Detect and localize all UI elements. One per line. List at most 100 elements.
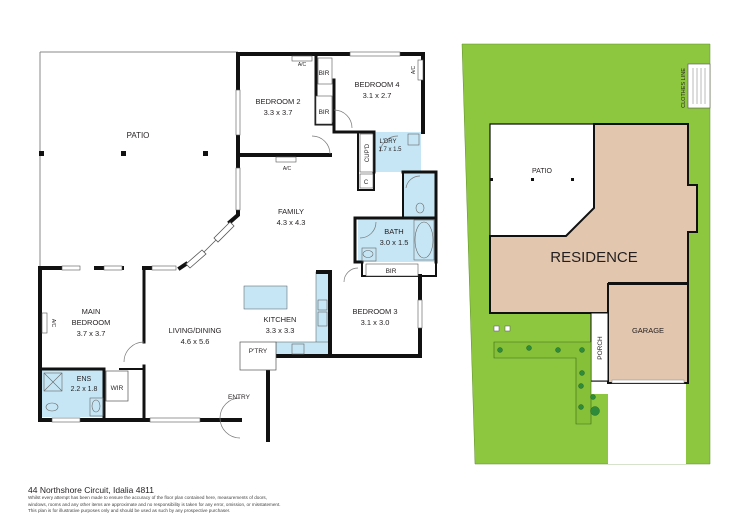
laundry-tub-icon: [407, 133, 420, 146]
patio-post: [490, 178, 493, 181]
room-label-bath: BATH: [384, 227, 403, 236]
label-clothes-line: CLOTHES LINE: [681, 68, 687, 108]
label-porch: PORCH: [597, 336, 604, 360]
room-label-family: FAMILY: [278, 207, 304, 216]
window: [61, 265, 81, 271]
basin-icon: [362, 250, 374, 258]
cupboard: [359, 133, 374, 173]
disclaimer-line: windows, rooms and any other items are a…: [28, 501, 281, 507]
disclaimer-line: Whilst every attempt has been made to en…: [28, 495, 268, 500]
label-pantry: P'TRY: [249, 348, 268, 355]
site-patio: [489, 123, 595, 237]
room-dims-kitchen: 3.3 x 3.3: [266, 326, 295, 335]
property-address: 44 Northshore Circuit, Idalia 4811: [28, 485, 154, 495]
footer: 44 Northshore Circuit, Idalia 4811 Whils…: [28, 485, 428, 515]
sink-icon: [317, 311, 328, 327]
room-dims-laundry: 1.7 x 1.5: [378, 147, 402, 153]
room-label-main-bedroom-2: BEDROOM: [72, 318, 111, 327]
window: [149, 417, 201, 423]
label-garage: GARAGE: [632, 326, 664, 335]
label-bir: BIR: [319, 70, 330, 77]
toilet-icon: [415, 202, 425, 214]
toilet-icon: [45, 402, 59, 412]
shrub-icon: [590, 394, 596, 400]
walk-in-robe: [105, 370, 129, 402]
room-label-bedroom3: BEDROOM 3: [352, 307, 397, 316]
room-dims-bedroom2: 3.3 x 3.7: [264, 108, 293, 117]
driveway: [608, 384, 686, 464]
label-wir: WIR: [111, 385, 124, 392]
label-ac: A/C: [283, 166, 292, 172]
shrub-icon: [578, 383, 584, 389]
marker: [504, 325, 511, 332]
shrub-icon: [526, 345, 532, 351]
shrub-icon: [579, 347, 585, 353]
room-dims-living: 4.6 x 5.6: [181, 337, 210, 346]
label-ac: A/C: [411, 65, 417, 74]
pantry: [239, 341, 277, 371]
room-label-bedroom4: BEDROOM 4: [354, 80, 399, 89]
clothes-line-icon: [687, 63, 711, 109]
bath-area: [358, 218, 436, 262]
label-bir: BIR: [386, 268, 397, 275]
ac-unit: [41, 312, 48, 334]
patio-post: [203, 151, 208, 156]
floor-plan: PATIO BEDROOM 2 3.3 x 3.7 BEDROOM 4 3.1 …: [38, 51, 438, 442]
room-label-main-bedroom-1: MAIN: [82, 307, 101, 316]
room-label-ensuite: ENS: [77, 376, 92, 383]
built-in-robe: [365, 263, 419, 277]
window: [51, 417, 81, 423]
ac-unit: [417, 59, 424, 81]
shrub-icon: [579, 370, 585, 376]
basin-icon: [91, 399, 101, 413]
patio-outline: [39, 51, 238, 268]
path: [590, 382, 610, 394]
laundry-area: [374, 132, 421, 172]
label-residence: RESIDENCE: [550, 249, 638, 266]
room-dims-ensuite: 2.2 x 1.8: [71, 386, 98, 393]
patio-post: [121, 151, 126, 156]
room-dims-bedroom3: 3.1 x 3.0: [361, 318, 390, 327]
cupboard-c: [359, 173, 374, 189]
room-label-laundry: L'DRY: [379, 139, 396, 145]
shrubs: [497, 345, 600, 416]
room-dims-family: 4.3 x 4.3: [277, 218, 306, 227]
room-label-bedroom2: BEDROOM 2: [255, 97, 300, 106]
window: [151, 265, 177, 271]
room-dims-bedroom4: 3.1 x 2.7: [363, 91, 392, 100]
window: [349, 51, 401, 57]
bathtub-icon: [414, 221, 434, 259]
built-in-robe: [315, 95, 333, 125]
ensuite-area: [42, 369, 104, 417]
kitchen-island: [243, 285, 288, 310]
shrub-icon: [590, 406, 600, 416]
room-label-patio: PATIO: [127, 131, 150, 140]
fixtures: [43, 133, 435, 417]
angled-windows: [185, 221, 235, 269]
label-cupboard: CUP'D: [365, 143, 371, 162]
ac-unit: [291, 55, 313, 62]
shrub-icon: [555, 347, 561, 353]
shrub-icon: [497, 347, 503, 353]
shrub-icon: [578, 404, 584, 410]
label-ac: A/C: [50, 319, 56, 328]
door-swings: [123, 109, 421, 439]
window: [417, 299, 423, 329]
label-entry: ENTRY: [228, 394, 251, 401]
room-dims-bath: 3.0 x 1.5: [380, 238, 409, 247]
site-plan: CLOTHES LINE PATIO RESIDENCE GARAGE PORC…: [461, 43, 711, 465]
patio-post: [531, 178, 534, 181]
patio-post: [39, 151, 44, 156]
marker: [493, 325, 500, 332]
shower-icon: [43, 372, 63, 392]
garage-door: [611, 379, 685, 384]
label-bir: BIR: [319, 109, 330, 116]
toilet-area: [403, 172, 435, 218]
room-label-kitchen: KITCHEN: [264, 315, 297, 324]
sink-icon: [317, 299, 328, 311]
label-ac: A/C: [298, 62, 307, 68]
built-in-robe: [317, 57, 333, 85]
patio-post: [571, 178, 574, 181]
label-c: C: [364, 180, 369, 186]
